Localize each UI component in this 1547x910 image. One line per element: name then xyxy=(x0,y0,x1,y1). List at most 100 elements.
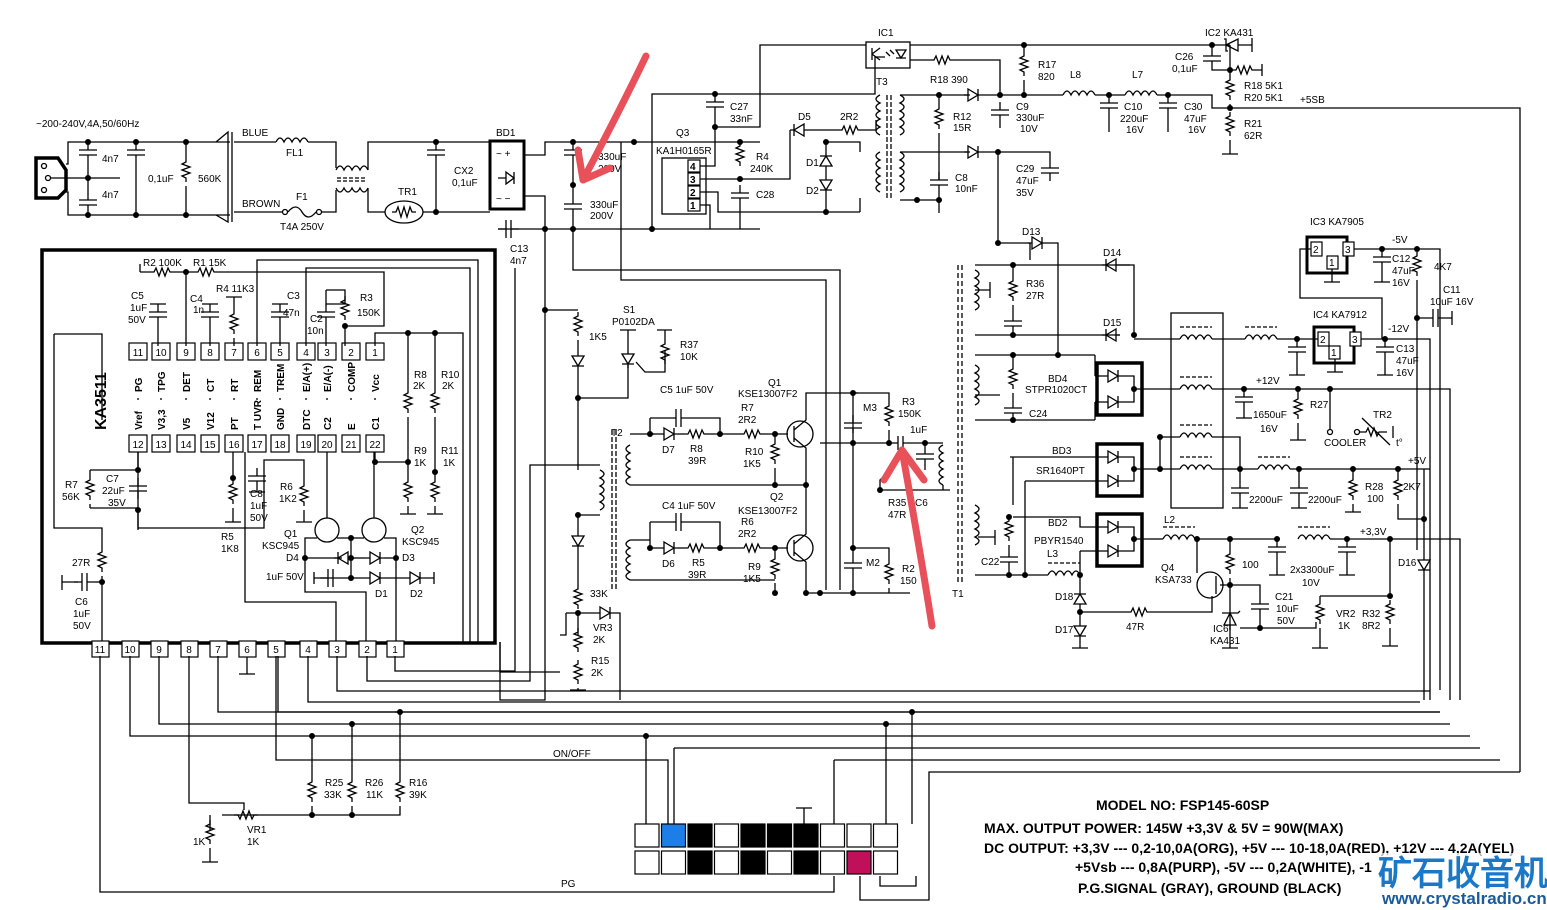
c13-label: C13 xyxy=(510,244,529,255)
d13-label: D13 xyxy=(1022,227,1041,238)
c8b-value: 1uF xyxy=(250,501,267,512)
c29-value: 47uF xyxy=(1016,176,1039,187)
c13-value: 4n7 xyxy=(510,256,527,267)
cx2-label: CX2 xyxy=(454,166,474,177)
rail-5sb-label: +5SB xyxy=(1300,95,1325,106)
ic-pin-name: REM xyxy=(253,370,264,392)
svg-text:10: 10 xyxy=(124,645,136,656)
tr2-label: TR2 xyxy=(1373,410,1392,421)
on-off-label: ON/OFF xyxy=(553,749,591,760)
c6-label: C6 xyxy=(75,597,88,608)
rail-33-label: +3,3V xyxy=(1360,527,1387,538)
svg-text:20: 20 xyxy=(321,440,333,451)
m2-label: M2 xyxy=(866,558,880,569)
atx-pin-bottom-9 xyxy=(846,850,872,875)
bd2-label: BD2 xyxy=(1048,518,1068,529)
board-connector-pin-11: 11 xyxy=(91,640,110,658)
svg-text:9: 9 xyxy=(183,348,189,359)
c7-value: 22uF xyxy=(102,486,125,497)
c24-label: C24 xyxy=(1029,409,1048,420)
r37-value: 10K xyxy=(680,352,698,363)
r8b-value: 39R xyxy=(688,456,706,467)
atx-pin-top-3 xyxy=(687,823,713,848)
r3-value: 150K xyxy=(357,308,381,319)
r-1k5-label: 1K5 xyxy=(589,332,607,343)
r16-value: 39K xyxy=(409,790,427,801)
atx-pin-top-4 xyxy=(713,823,740,848)
c9-label: C9 xyxy=(1016,102,1029,113)
q4-transistor-icon xyxy=(1196,571,1224,599)
svg-text:2: 2 xyxy=(690,188,696,199)
ic-pin-3: 3E/A(-) xyxy=(317,342,337,392)
c12-label: C12 xyxy=(1392,254,1411,265)
iec-inlet-icon xyxy=(34,156,68,200)
bulk-cap-bottom-label: 330uF xyxy=(590,200,618,211)
ic-pin-8: 8CT xyxy=(200,342,220,392)
ic4-label: IC4 KA7912 xyxy=(1313,310,1367,321)
r10-value: 2K xyxy=(442,381,455,392)
svg-text:12: 12 xyxy=(132,440,144,451)
ic-pin-name: E/A(-) xyxy=(323,365,334,392)
r2-label: R2 100K xyxy=(143,258,182,269)
c6-voltage: 50V xyxy=(73,621,91,632)
q2b-part-label: KSE13007F2 xyxy=(738,506,798,517)
d1-label: D1 xyxy=(806,158,819,169)
model-number-text: MODEL NO: FSP145-60SP xyxy=(1096,797,1269,813)
svg-text:11: 11 xyxy=(95,645,106,656)
ic-pin-name: COMP xyxy=(347,362,358,392)
ic3-label: IC3 KA7905 xyxy=(1310,217,1364,228)
r6b-value: 2R2 xyxy=(738,529,757,540)
c12-value: 47uF xyxy=(1392,266,1415,277)
atx-connector xyxy=(634,823,899,875)
r20-label: R20 5K1 xyxy=(1244,93,1283,104)
atx-pin-bottom-4 xyxy=(713,850,740,875)
bd3-label: BD3 xyxy=(1052,446,1072,457)
svg-text:6: 6 xyxy=(254,348,260,359)
c-3300-voltage: 10V xyxy=(1302,578,1320,589)
atx-pin-bottom-6 xyxy=(766,850,793,875)
ic-pin-name: PG xyxy=(134,377,145,392)
svg-text:4: 4 xyxy=(303,348,309,359)
c5-voltage: 50V xyxy=(128,315,146,326)
cy1-label: 4n7 xyxy=(102,154,119,165)
r12-label: R12 xyxy=(953,112,972,123)
c-1650-label: 1650uF xyxy=(1253,410,1287,421)
c10-value: 220uF xyxy=(1120,114,1148,125)
r3b-label: R3 xyxy=(902,397,915,408)
q1b-part-label: KSE13007F2 xyxy=(738,389,798,400)
svg-text:3: 3 xyxy=(1352,335,1358,346)
r5-value: 1K8 xyxy=(221,544,239,555)
svg-text:13: 13 xyxy=(155,440,167,451)
board-connector-pin-8: 8 xyxy=(180,640,199,658)
vr1-label: VR1 xyxy=(247,825,267,836)
c12-voltage: 16V xyxy=(1392,278,1410,289)
c6b-label: C6 xyxy=(915,498,928,509)
ic-pin-name: E/A(+) xyxy=(302,363,313,392)
fuse-rating-label: T4A 250V xyxy=(280,222,324,233)
ic-pin-name: E xyxy=(347,423,358,430)
svg-text:1: 1 xyxy=(1331,348,1337,359)
r-47r-label: 47R xyxy=(1126,622,1144,633)
svg-text:4: 4 xyxy=(305,645,311,656)
q1-transistor-icon xyxy=(314,517,340,543)
r-2k7-label: 2K7 xyxy=(1403,482,1421,493)
feedback-bus-section: R25 33K R26 11K R16 39K VR1 1K 1K ON/OFF… xyxy=(99,268,1520,901)
l3-label: L3 xyxy=(1047,549,1059,560)
bd3-rectifier xyxy=(1095,442,1144,498)
r11-value: 1K xyxy=(443,458,456,469)
c13b-value: 47uF xyxy=(1396,356,1419,367)
s1-label: S1 xyxy=(623,305,636,316)
d1b-label: D1 xyxy=(375,589,388,600)
r21-value: 62R xyxy=(1244,131,1262,142)
c13b-voltage: 16V xyxy=(1396,368,1414,379)
r32-label: R32 xyxy=(1362,609,1381,620)
c26-value: 0,1uF xyxy=(1172,64,1198,75)
ic6-part-label: KA431 xyxy=(1210,636,1240,647)
r27b-label: R27 xyxy=(1310,400,1329,411)
r36-value: 27R xyxy=(1026,291,1044,302)
